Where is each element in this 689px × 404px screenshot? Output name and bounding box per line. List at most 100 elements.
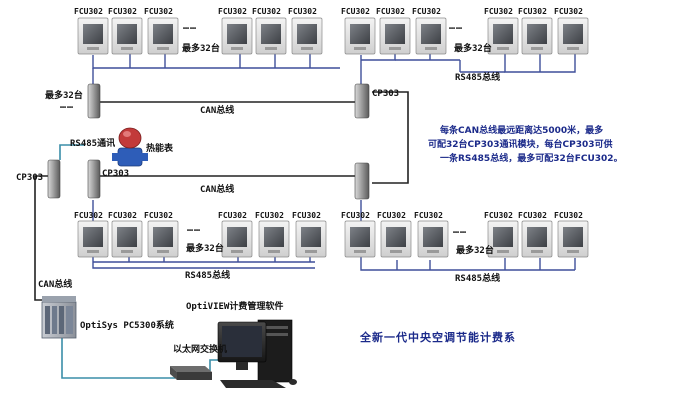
fcu302-label: FCU302 — [341, 211, 370, 220]
cp303-module — [87, 159, 101, 199]
fcu302-label: FCU302 — [108, 211, 137, 220]
ellipsis: …… — [453, 225, 467, 236]
fcu302-label: FCU302 — [288, 7, 317, 16]
cp303-modules — [47, 83, 370, 200]
fcu302-screen — [83, 24, 103, 44]
upper-rs485-wiring — [92, 54, 576, 84]
fcu302-label: FCU302 — [218, 7, 247, 16]
note-line: 每条CAN总线最远距离达5000米，最多 — [440, 124, 603, 136]
fcu302-device: FCU302 — [144, 211, 179, 258]
max32-label: 最多32台 — [186, 242, 224, 254]
ellipsis-group: …… …… …… …… — [183, 21, 467, 236]
fcu302-screen — [227, 227, 247, 247]
fcu302-screen — [350, 227, 370, 247]
ellipsis: …… — [187, 223, 201, 234]
cp303-label: CP303 — [102, 169, 129, 179]
labels: 最多32台 …… CP303 CAN总线 CAN总线 RS485通讯 热能表 C… — [16, 42, 623, 355]
fcu302-screen — [301, 227, 321, 247]
cp303-module — [354, 83, 370, 119]
fcu302-device: FCU302 — [108, 211, 143, 258]
cp303-label: CP303 — [372, 89, 399, 99]
heat-meter-icon — [112, 127, 148, 167]
fcu302-label: FCU302 — [144, 211, 173, 220]
fcu302-label: FCU302 — [484, 7, 513, 16]
fcu302-device: FCU302 — [518, 211, 553, 258]
fcu302-label: FCU302 — [292, 211, 321, 220]
fcu302-label: FCU302 — [74, 7, 103, 16]
ellipsis: …… — [449, 21, 463, 32]
rs485-comm-label: RS485通讯 — [70, 137, 115, 149]
note-line: 一条RS485总线，最多可配32台FCU302。 — [440, 152, 623, 164]
note-line: 可配32台CP303通讯模块，每台CP303可供 — [428, 138, 613, 150]
fcu302-label: FCU302 — [341, 7, 370, 16]
fcu302-device: FCU302 — [518, 7, 553, 55]
fcu302-label: FCU302 — [518, 7, 547, 16]
fcu302-screen — [423, 227, 443, 247]
cp303-module — [354, 162, 370, 200]
fcu302-screen — [350, 24, 370, 44]
fcu302-screen — [493, 227, 513, 247]
fcu302-device: FCU302 — [218, 211, 253, 258]
fcu302-screen — [527, 227, 547, 247]
fcu302-device: FCU302 — [554, 7, 589, 55]
fcu302-screen — [264, 227, 284, 247]
fcu302-label: FCU302 — [74, 211, 103, 220]
cp303-module — [87, 83, 101, 119]
ellipsis: …… — [183, 21, 197, 32]
fcu302-screen — [527, 24, 547, 44]
fcu302-device: FCU302 — [412, 7, 447, 55]
system-title: 全新一代中央空调节能计费系 — [359, 330, 516, 344]
fcu302-device: FCU302 — [144, 7, 179, 55]
heat-meter-label: 热能表 — [146, 142, 174, 154]
can-bus-label: CAN总线 — [200, 104, 234, 116]
can-bus-label: CAN总线 — [38, 278, 72, 290]
fcu302-label: FCU302 — [108, 7, 137, 16]
fcu302-device: FCU302 — [414, 211, 449, 258]
rs485-bus-label: RS485总线 — [455, 71, 500, 83]
computer-workstation — [217, 319, 297, 388]
fcu302-device: FCU302 — [484, 211, 519, 258]
fcu302-label: FCU302 — [518, 211, 547, 220]
fcu302-label: FCU302 — [414, 211, 443, 220]
fcu302-device: FCU302 — [341, 211, 376, 258]
fcu302-device: FCU302 — [292, 211, 327, 258]
fcu302-device: FCU302 — [108, 7, 143, 55]
fcu302-label: FCU302 — [144, 7, 173, 16]
can-bus-label: CAN总线 — [200, 183, 234, 195]
can-bus-lines — [34, 91, 409, 379]
ellipsis: …… — [60, 100, 74, 111]
fcu302-device: FCU302 — [377, 211, 412, 258]
fcu302-screen — [153, 227, 173, 247]
fcu302-screen — [563, 227, 583, 247]
fcu302-label: FCU302 — [484, 211, 513, 220]
fcu302-device: FCU302 — [484, 7, 519, 55]
fcu302-device: FCU302 — [376, 7, 411, 55]
fcu302-screen — [385, 24, 405, 44]
ethernet-switch-label: 以太网交换机 — [173, 343, 227, 355]
fcu302-label: FCU302 — [255, 211, 284, 220]
fcu302-label: FCU302 — [252, 7, 281, 16]
fcu302-label: FCU302 — [412, 7, 441, 16]
fcu302-screen — [227, 24, 247, 44]
optisys-label: OptiSys PC5300系统 — [80, 319, 174, 331]
fcu302-device: FCU302 — [288, 7, 323, 55]
fcu302-screen — [421, 24, 441, 44]
fcu302-screen — [386, 227, 406, 247]
fcu302-label: FCU302 — [376, 7, 405, 16]
fcu302-device: FCU302 — [341, 7, 376, 55]
fcu302-screen — [297, 24, 317, 44]
max32-label: 最多32台 — [45, 89, 83, 101]
fcu302-device: FCU302 — [255, 211, 290, 258]
ethernet-switch-icon — [170, 366, 212, 380]
fcu302-device: FCU302 — [218, 7, 253, 55]
fcu302-screen — [563, 24, 583, 44]
fcu302-label: FCU302 — [218, 211, 247, 220]
rs485-bus-label: RS485总线 — [185, 269, 230, 281]
fcu302-label: FCU302 — [554, 7, 583, 16]
cp303-module — [47, 159, 61, 199]
fcu302-screen — [493, 24, 513, 44]
rs485-bus-label: RS485总线 — [455, 272, 500, 284]
fcu302-screen — [117, 227, 137, 247]
